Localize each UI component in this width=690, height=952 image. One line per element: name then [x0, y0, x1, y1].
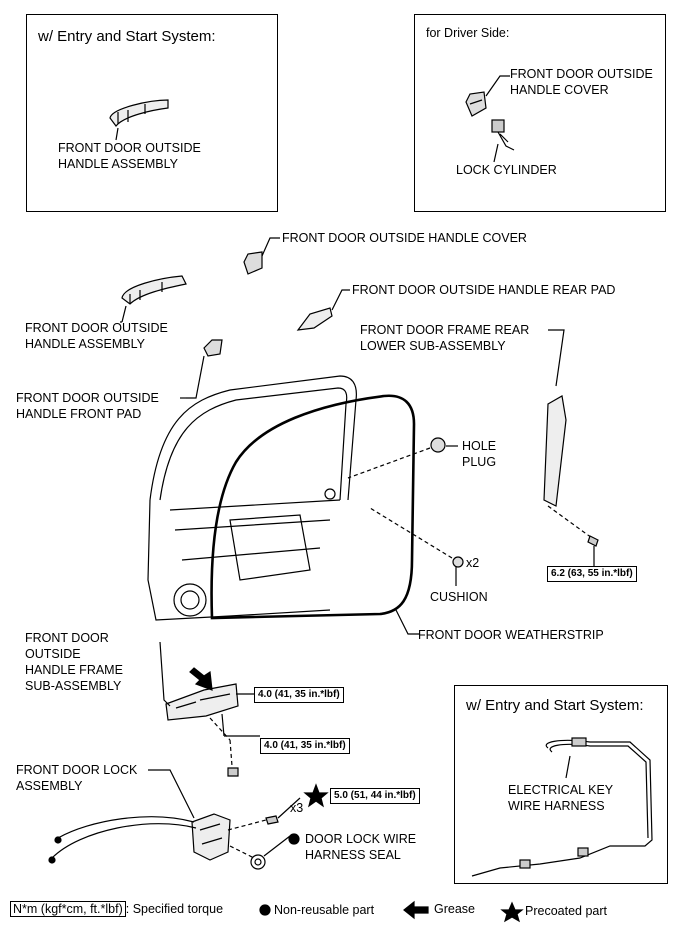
label-handle-assembly: FRONT DOOR OUTSIDE HANDLE ASSEMBLY: [25, 321, 168, 351]
weatherstrip-drawing: [210, 394, 416, 620]
door-frame-drawing: [147, 375, 357, 621]
label-cushion-qty: x2: [466, 556, 480, 570]
torque-rear-frame: 6.2 (63, 55 in.*lbf): [547, 566, 637, 582]
legend-star-symbol: [500, 901, 524, 923]
torque-lock-screws: 5.0 (51, 44 in.*lbf): [330, 788, 420, 804]
label-lock-assembly: FRONT DOOR LOCK ASSEMBLY: [16, 763, 138, 793]
inset-label-handle-assembly: FRONT DOOR OUTSIDE HANDLE ASSEMBLY: [58, 141, 201, 171]
inset-driver-side: [414, 14, 666, 212]
label-hole-plug: HOLE PLUG: [462, 439, 497, 469]
rear-pad-drawing: [296, 289, 350, 331]
handle-cover-drawing: [243, 237, 280, 275]
torque-frame-lower: 4.0 (41, 35 in.*lbf): [260, 738, 350, 754]
inset-entry-start-bottom: [454, 685, 668, 884]
precoated-star-symbol: [303, 783, 329, 808]
inset-cover-lock-drawing: [465, 75, 515, 163]
front-pad-drawing: [186, 339, 223, 399]
legend-dot-symbol: [259, 904, 271, 916]
legend-grease-arrow-symbol: [403, 900, 429, 920]
label-lock-seal: DOOR LOCK WIRE HARNESS SEAL: [305, 832, 417, 862]
torque-frame-upper: 4.0 (41, 35 in.*lbf): [254, 687, 344, 703]
label-screw-qty: x3: [290, 801, 304, 815]
label-rear-pad: FRONT DOOR OUTSIDE HANDLE REAR PAD: [352, 283, 616, 297]
frame-rear-drawing: [543, 329, 599, 566]
inset-entry-start-top: [26, 14, 278, 212]
legend-torque-text: : Specified torque: [125, 902, 224, 916]
legend-non-reusable: Non-reusable part: [274, 903, 375, 917]
non-reusable-dot-symbol: [288, 833, 300, 845]
label-frame-rear: FRONT DOOR FRAME REAR LOWER SUB-ASSEMBLY: [360, 323, 530, 353]
label-cushion: CUSHION: [430, 590, 488, 604]
label-weatherstrip: FRONT DOOR WEATHERSTRIP: [418, 628, 604, 642]
label-front-pad: FRONT DOOR OUTSIDE HANDLE FRONT PAD: [16, 391, 159, 421]
inset-title-entry-start-top: w/ Entry and Start System:: [38, 28, 216, 45]
label-handle-cover: FRONT DOOR OUTSIDE HANDLE COVER: [282, 231, 527, 245]
inset-label-key-wire-harness: ELECTRICAL KEY WIRE HARNESS: [508, 783, 614, 813]
legend-precoated: Precoated part: [525, 904, 607, 918]
inset-title-driver-side: for Driver Side:: [426, 26, 510, 40]
legend-grease: Grease: [434, 902, 475, 916]
handle-frame-drawing: [159, 641, 260, 777]
inset-label-handle-cover: FRONT DOOR OUTSIDE HANDLE COVER: [510, 67, 653, 97]
cushion-drawing: [369, 507, 464, 586]
hole-plug-drawing: [347, 437, 458, 479]
inset-label-lock-cylinder: LOCK CYLINDER: [456, 163, 557, 177]
label-frame-sub: FRONT DOOR OUTSIDE HANDLE FRAME SUB-ASSE…: [25, 631, 123, 693]
inset-title-entry-start-bottom: w/ Entry and Start System:: [466, 697, 644, 714]
lock-assembly-drawing: [48, 769, 301, 870]
inset-harness-drawing: [471, 737, 653, 877]
inset-handle-assembly-drawing: [109, 99, 169, 141]
legend-torque-box: N*m (kgf*cm, ft.*lbf): [10, 901, 126, 917]
handle-assembly-drawing: [121, 275, 187, 323]
legend-torque: N*m (kgf*cm, ft.*lbf): Specified torque: [10, 901, 224, 917]
